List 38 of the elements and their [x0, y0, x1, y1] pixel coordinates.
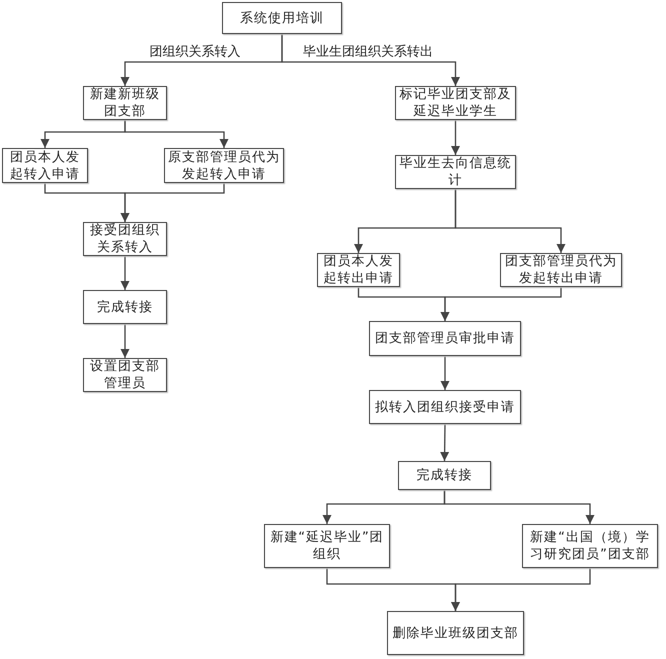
- arrow: [440, 424, 450, 461]
- box-text: 新建“出国（境）学习研究团员”团支部: [529, 529, 651, 563]
- process-box: [398, 461, 491, 490]
- arrow: [120, 183, 225, 222]
- arrow: [281, 34, 460, 86]
- process-box: [83, 290, 167, 324]
- box-text: 接受团组织关系转入: [89, 222, 161, 256]
- arrow: [124, 120, 228, 148]
- arrow: [451, 120, 460, 155]
- process-box: [2, 148, 88, 183]
- box-text: 设置团支部管理员: [89, 358, 161, 392]
- box-text: 原支部管理员代为发起转入申请: [167, 148, 281, 182]
- box-text: 删除毕业班级团支部: [392, 624, 520, 642]
- box-text: 团支部管理员代为发起转出申请: [504, 253, 618, 287]
- arrow: [120, 324, 130, 358]
- box-text: 完成转接: [416, 467, 474, 484]
- process-box: [387, 611, 524, 655]
- box-text: 团支部管理员审批申请: [374, 330, 516, 347]
- box-text: 系统使用培训: [239, 10, 325, 26]
- arrow: [120, 256, 130, 290]
- process-box: [522, 524, 658, 568]
- box-text: 团员本人发起转出申请: [322, 253, 394, 287]
- arrow: [451, 568, 591, 611]
- box-text: 标记毕业团支部及延迟毕业学生: [398, 86, 512, 120]
- box-text: 拟转入团组织接受申请: [374, 398, 516, 416]
- box-text: 新建新班级团支部: [89, 86, 161, 120]
- box-text: 新建“延迟毕业”团组织: [269, 529, 385, 563]
- box-text: 完成转接: [96, 298, 154, 316]
- box-text: 团员本人发起转入申请: [9, 148, 81, 182]
- process-box: [222, 2, 342, 34]
- arrow: [440, 356, 450, 390]
- arrow: [454, 189, 566, 253]
- process-box: [369, 321, 521, 356]
- process-box: [369, 390, 521, 424]
- box-text: 毕业生去向信息统计: [398, 155, 512, 189]
- arrow: [440, 287, 562, 321]
- arrow: [444, 490, 594, 524]
- edge-label: 团组织关系转入: [148, 44, 242, 60]
